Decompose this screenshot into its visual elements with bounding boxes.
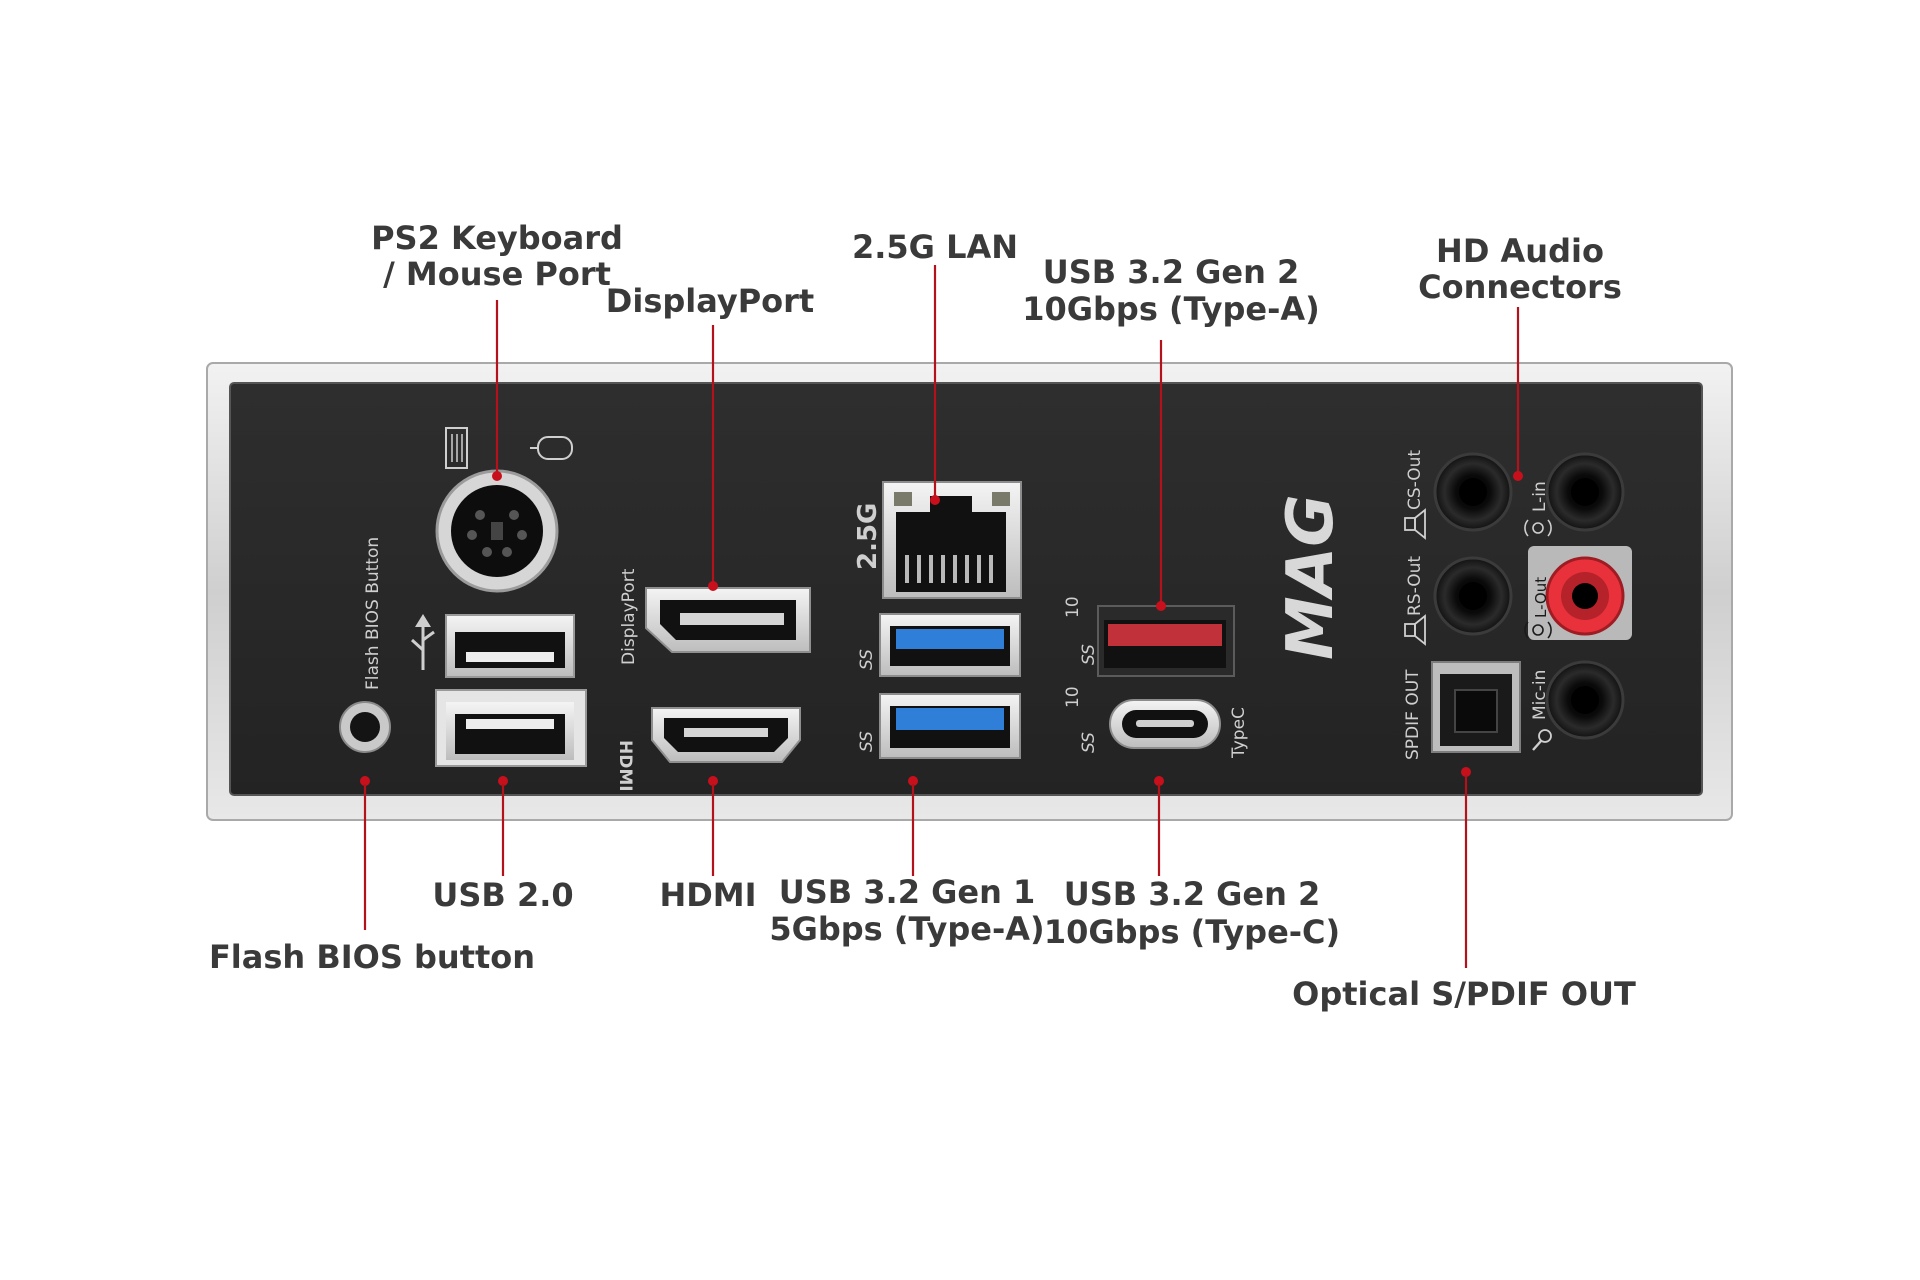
- callout-ps2-line1: PS2 Keyboard: [371, 219, 623, 257]
- plate-label-flash-bios: Flash BIOS Button: [363, 537, 383, 690]
- speaker-icon-2: [1404, 614, 1426, 646]
- callout-hd-audio-line2: Connectors: [1418, 268, 1622, 306]
- callout-hdmi: HDMI: [659, 876, 756, 914]
- plate-label-25g: 2.5G: [853, 503, 883, 570]
- plate-label-ss-gen1-top: SS: [857, 649, 877, 670]
- plate-label-ss-gen2-a-num: 10: [1063, 596, 1083, 618]
- callout-lan: 2.5G LAN: [852, 228, 1018, 266]
- audio-jack-rs-out[interactable]: [1433, 556, 1513, 636]
- callout-ps2-line2: / Mouse Port: [383, 255, 611, 293]
- usb-gen1-port-top[interactable]: [879, 613, 1021, 677]
- plate-label-displayport: DisplayPort: [619, 568, 639, 665]
- ps2-port[interactable]: [435, 469, 559, 593]
- audio-jack-l-out[interactable]: [1545, 556, 1625, 636]
- audio-jack-cs-out[interactable]: [1433, 452, 1513, 532]
- audio-jack-l-in[interactable]: [1545, 452, 1625, 532]
- callout-usb-gen2a-line2: 10Gbps (Type-A): [1022, 290, 1320, 328]
- usb20-port-bottom[interactable]: [435, 689, 587, 767]
- plate-label-rs-out: RS-Out: [1405, 556, 1425, 616]
- plate-label-ss-gen2-a: SS: [1079, 644, 1099, 665]
- mouse-icon: [530, 436, 573, 460]
- microphone-icon: [1532, 729, 1552, 751]
- plate-label-spdif-out: SPDIF OUT: [1403, 669, 1423, 760]
- plate-label-hdmi: HDMI: [615, 740, 635, 792]
- speaker-icon: [1404, 508, 1426, 540]
- keyboard-icon: [445, 427, 468, 469]
- usb20-port-top[interactable]: [445, 614, 575, 678]
- callouts: PS2 Keyboard / Mouse Port DisplayPort 2.…: [209, 219, 1636, 1013]
- spdif-optical-port[interactable]: [1431, 661, 1521, 753]
- callout-hd-audio-line1: HD Audio: [1436, 232, 1604, 270]
- callout-usb-gen2c-line1: USB 3.2 Gen 2: [1064, 875, 1321, 913]
- leader-lines: [360, 265, 1523, 968]
- callout-usb20: USB 2.0: [432, 876, 573, 914]
- plate-label-ss-gen2-c-num: 10: [1063, 686, 1083, 708]
- plate-label-mic-in: Mic-in: [1530, 670, 1550, 720]
- callout-usb-gen1-line1: USB 3.2 Gen 1: [779, 873, 1036, 911]
- plate-label-typec: TypeC: [1229, 707, 1249, 759]
- displayport-port[interactable]: [645, 587, 811, 653]
- plate-label-l-out: L-Out: [1532, 577, 1550, 618]
- lan-port[interactable]: [882, 481, 1022, 599]
- line-in-icon: [1524, 519, 1552, 537]
- callout-displayport: DisplayPort: [606, 282, 814, 320]
- audio-jack-mic-in[interactable]: [1545, 660, 1625, 740]
- audio-panel: CS-Out RS-Out SPDIF OUT L-in: [1403, 450, 1632, 760]
- callout-flash-bios: Flash BIOS button: [209, 938, 535, 976]
- plate-label-ss-gen1-bottom: SS: [857, 731, 877, 752]
- mag-logo: MAG: [1274, 494, 1348, 660]
- usb-gen2-typea-port[interactable]: [1097, 605, 1235, 677]
- usb-typec-port[interactable]: [1109, 699, 1221, 749]
- flash-bios-button[interactable]: [339, 701, 391, 753]
- callout-spdif: Optical S/PDIF OUT: [1292, 975, 1636, 1013]
- callout-usb-gen1-line2: 5Gbps (Type-A): [769, 910, 1044, 948]
- line-out-icon: [1524, 621, 1552, 639]
- hdmi-port[interactable]: [651, 707, 801, 763]
- callout-usb-gen2a-line1: USB 3.2 Gen 2: [1043, 253, 1300, 291]
- usb-gen1-port-bottom[interactable]: [879, 693, 1021, 759]
- usb-icon: [410, 614, 435, 670]
- plate-label-l-in: L-in: [1530, 481, 1550, 512]
- plate-label-ss-gen2-c: SS: [1079, 732, 1099, 753]
- callout-usb-gen2c-line2: 10Gbps (Type-C): [1044, 913, 1340, 951]
- plate-label-cs-out: CS-Out: [1405, 450, 1425, 510]
